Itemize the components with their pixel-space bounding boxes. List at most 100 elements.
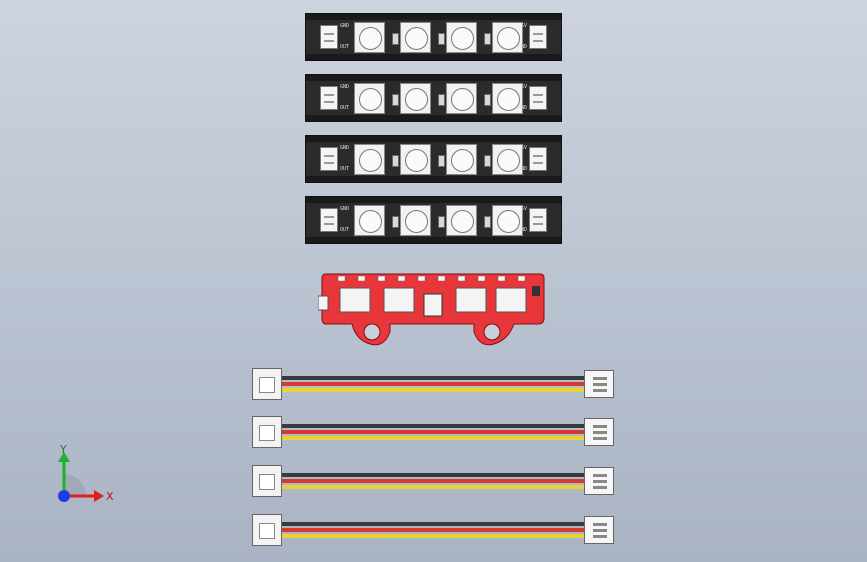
wire-yellow (282, 388, 584, 392)
led (400, 144, 431, 175)
connector-right (529, 147, 547, 171)
pad (457, 275, 466, 282)
pin-label: GND (517, 44, 527, 50)
wire-red (282, 382, 584, 386)
led (354, 83, 385, 114)
smd-part (532, 286, 540, 296)
led (492, 144, 523, 175)
wire-black (282, 473, 584, 477)
led-strip[interactable]: GND OUT 5V GND (305, 13, 562, 61)
capacitor (438, 94, 445, 106)
capacitor (484, 216, 491, 228)
strip-edge (306, 136, 561, 142)
cable-plug-right (584, 370, 614, 398)
cable-plug-left (252, 514, 282, 546)
side-connector (318, 295, 329, 311)
pin-label: OUT (340, 166, 350, 172)
led (400, 205, 431, 236)
cable-plug-left (252, 416, 282, 448)
wire-yellow (282, 534, 584, 538)
pad (477, 275, 486, 282)
triad-arc (64, 474, 86, 496)
led-strip[interactable]: GND OUT 5V GND (305, 74, 562, 122)
pin-label: GND (340, 84, 350, 90)
z-axis-icon (58, 490, 70, 502)
pad (397, 275, 406, 282)
led-strip[interactable]: GND OUT 5V GND (305, 135, 562, 183)
capacitor (392, 94, 399, 106)
x-arrow-icon (94, 490, 104, 502)
connector-right (529, 208, 547, 232)
capacitor (484, 33, 491, 45)
strip-edge (306, 176, 561, 182)
pin-label: GND (340, 145, 350, 151)
x-axis-label: X (106, 490, 114, 503)
jst-cable[interactable] (252, 465, 614, 497)
capacitor (438, 216, 445, 228)
strip-edge (306, 75, 561, 81)
led (446, 205, 477, 236)
strip-edge (306, 237, 561, 243)
led-strip[interactable]: GND OUT 5V GND (305, 196, 562, 244)
pin-label: OUT (340, 227, 350, 233)
led (446, 144, 477, 175)
board-connector (339, 287, 371, 313)
cable-plug-left (252, 465, 282, 497)
pin-label: OUT (340, 44, 350, 50)
pin-label: 5V (520, 145, 527, 151)
capacitor (484, 155, 491, 167)
mount-hole (483, 323, 501, 341)
wire-black (282, 424, 584, 428)
cable-plug-right (584, 418, 614, 446)
cable-plug-left (252, 368, 282, 400)
wire-red (282, 430, 584, 434)
plug-pin (593, 425, 607, 428)
plug-pin (593, 389, 607, 392)
pin-label: OUT (340, 105, 350, 111)
plug-pin (593, 486, 607, 489)
pin-label: GND (340, 23, 350, 29)
led (492, 22, 523, 53)
capacitor (392, 155, 399, 167)
plug-pin (593, 437, 607, 440)
connector-left (320, 147, 338, 171)
pin-label: GND (517, 166, 527, 172)
led (492, 205, 523, 236)
strip-edge (306, 14, 561, 20)
led (354, 144, 385, 175)
led (446, 83, 477, 114)
board-connector (495, 287, 527, 313)
controller-board[interactable] (318, 270, 546, 358)
jst-cable[interactable] (252, 416, 614, 448)
strip-edge (306, 197, 561, 203)
pin-label: GND (517, 105, 527, 111)
capacitor (484, 94, 491, 106)
wire-red (282, 479, 584, 483)
led (400, 22, 431, 53)
capacitor (438, 33, 445, 45)
plug-pin (593, 523, 607, 526)
chip (423, 293, 443, 317)
strip-edge (306, 54, 561, 60)
led (446, 22, 477, 53)
plug-pin (593, 431, 607, 434)
cable-plug-right (584, 516, 614, 544)
plug-pin (593, 383, 607, 386)
plug-pin (593, 480, 607, 483)
connector-right (529, 25, 547, 49)
plug-pin (593, 377, 607, 380)
jst-cable[interactable] (252, 368, 614, 400)
pad (337, 275, 346, 282)
connector-left (320, 25, 338, 49)
pin-label: GND (340, 206, 350, 212)
pad (417, 275, 426, 282)
pad (377, 275, 386, 282)
pin-label: GND (517, 227, 527, 233)
board-connector (383, 287, 415, 313)
jst-cable[interactable] (252, 514, 614, 546)
cable-plug-right (584, 467, 614, 495)
capacitor (392, 33, 399, 45)
plug-pin (593, 535, 607, 538)
capacitor (438, 155, 445, 167)
